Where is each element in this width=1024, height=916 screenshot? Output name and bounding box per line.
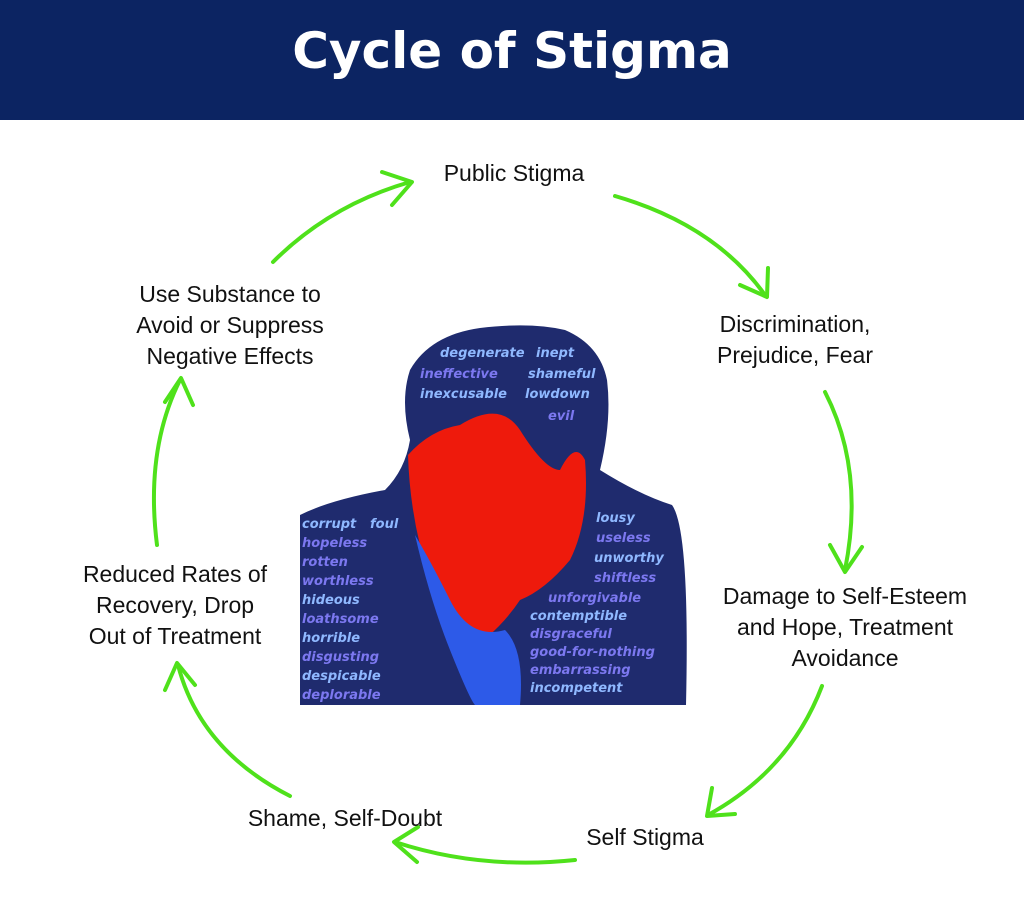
- cloud-word: worthless: [302, 574, 374, 589]
- node-reduced-recovery: Reduced Rates of Recovery, Drop Out of T…: [82, 561, 268, 649]
- cloud-word: contemptible: [530, 609, 627, 624]
- cloud-word: shameful: [528, 367, 596, 382]
- cloud-word: good-for-nothing: [530, 645, 655, 660]
- face: [408, 413, 586, 650]
- cloud-word: foul: [370, 517, 399, 532]
- cloud-word: useless: [596, 531, 651, 546]
- arrow-reduced-to-substance: [151, 378, 182, 547]
- arrowhead: [163, 661, 197, 692]
- cloud-word: lowdown: [525, 387, 590, 402]
- cloud-word: unforgivable: [548, 591, 641, 606]
- cloud-word: inept: [536, 346, 575, 361]
- arrowhead: [705, 786, 737, 818]
- cloud-word: lousy: [596, 511, 635, 526]
- collar: [415, 535, 521, 705]
- cloud-word: hopeless: [302, 536, 367, 551]
- cloud-word: inexcusable: [420, 387, 507, 402]
- page-title: Cycle of Stigma: [292, 22, 732, 80]
- cloud-word: deplorable: [302, 688, 381, 703]
- arrowhead: [163, 376, 195, 407]
- arrow-public-to-discrimination: [613, 194, 767, 297]
- arrow-damage-to-selfstigma: [706, 684, 824, 817]
- cloud-word: incompetent: [530, 681, 623, 696]
- arrow-discrimination-to-damage: [823, 390, 854, 572]
- cloud-word: horrible: [302, 631, 360, 646]
- cloud-word: disgraceful: [530, 627, 612, 642]
- title-banner: Cycle of Stigma: [0, 0, 1024, 120]
- node-damage-self-esteem: Damage to Self-Esteem and Hope, Treatmen…: [722, 583, 968, 671]
- arrowhead: [380, 170, 414, 207]
- cloud-word: rotten: [302, 555, 348, 570]
- arrow-selfstigma-to-shame: [393, 840, 577, 865]
- arrow-shame-to-reduced: [176, 663, 292, 798]
- arrowhead: [828, 543, 864, 574]
- node-discrimination: Discrimination, Prejudice, Fear: [717, 311, 873, 368]
- node-self-stigma: Self Stigma: [586, 824, 704, 850]
- arrowhead: [392, 825, 420, 864]
- cloud-word: loathsome: [302, 612, 379, 627]
- arrowhead: [738, 266, 770, 299]
- cloud-word: unworthy: [594, 551, 664, 566]
- cloud-word: hideous: [302, 593, 360, 608]
- arrow-substance-to-public: [271, 180, 412, 264]
- word-cloud: degenerate ineffective inept evil inexcusabl…: [302, 346, 664, 703]
- cloud-word: embarrassing: [530, 663, 631, 678]
- cloud-word: shiftless: [594, 571, 656, 586]
- cloud-word: ineffective: [420, 367, 498, 382]
- cloud-word: degenerate: [440, 346, 525, 361]
- cloud-word: disgusting: [302, 650, 379, 665]
- cloud-word: despicable: [302, 669, 381, 684]
- node-shame-self-doubt: Shame, Self-Doubt: [247, 805, 443, 831]
- stigma-illustration: degenerate ineffective inept evil inexcusabl…: [300, 325, 687, 705]
- cloud-word: corrupt: [302, 517, 357, 532]
- node-use-substance: Use Substance to Avoid or Suppress Negat…: [136, 281, 324, 369]
- cloud-word: evil: [548, 409, 575, 424]
- node-public-stigma: Public Stigma: [443, 160, 585, 186]
